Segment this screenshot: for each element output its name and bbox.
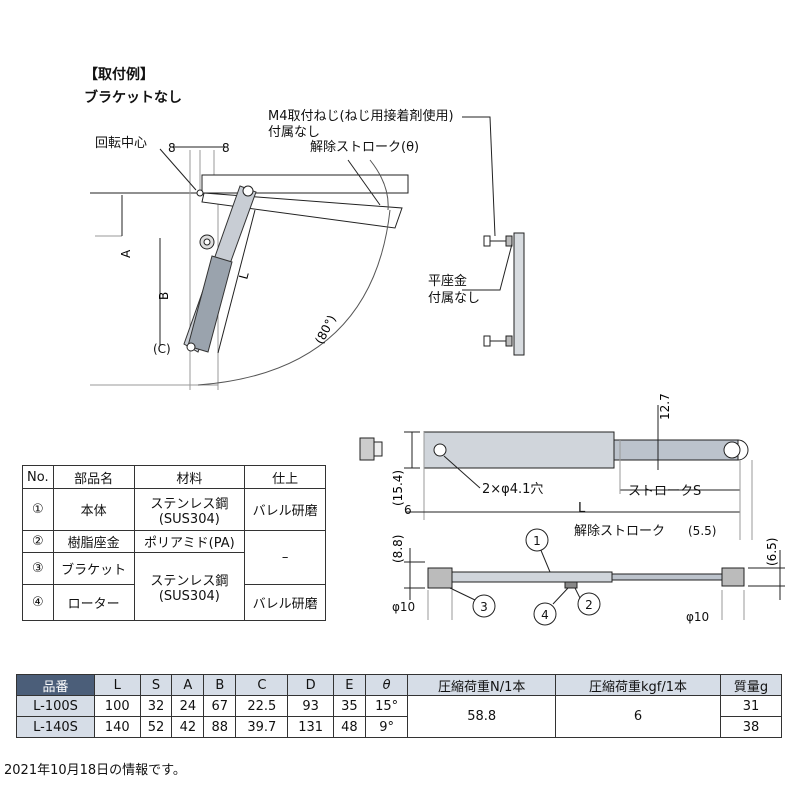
label-C: (C) [153,342,171,356]
dim-L-line [217,209,256,354]
dim-8-8: (8.8) [391,535,405,563]
dim-6: 6 [404,503,412,517]
dim-L-top: L [578,501,586,516]
dim-6-5: (6.5) [765,538,779,566]
rotor [199,234,215,250]
stay-top-view [423,431,749,469]
release-stroke-label: 解除ストローク(θ) [310,140,420,155]
dim-12-7: 12.7 [658,393,672,420]
phi10-left: φ10 [392,600,416,614]
washer-note-leader [462,243,513,291]
stay-side-view [427,567,745,589]
dim-8-right: 8 [222,141,230,155]
callout-4: 4 [541,608,549,622]
washer-note-line2: 付属なし [428,291,481,306]
screw-bottom [483,335,513,347]
parts-table: No. 部品名 材料 仕上 ① 本体 ステンレス鋼(SUS304) バレル研磨 … [22,465,326,621]
callout-3: 3 [480,600,488,614]
angle-arc [197,209,391,386]
label-L: L [236,270,251,280]
label-angle: (80°) [312,313,339,347]
dim-8-left: 8 [168,141,176,155]
end-cap-side [359,437,383,461]
parts-header-name: 部品名 [52,465,135,489]
table-row: ③ ブラケット ステンレス鋼(SUS304) [22,552,326,621]
parts-header-finish: 仕上 [244,465,326,489]
parts-header-material: 材料 [133,465,246,489]
label-A: A [119,249,133,258]
rotation-center-mark [196,189,204,197]
footer-note: 2021年10月18日の情報です。 [4,763,186,778]
holes-label: 2×φ4.1穴 [482,482,544,497]
parts-header-no: No. [22,465,54,489]
table-row: L-140S 140 52 42 88 39.7 131 48 9° 38 [15,716,782,738]
section-title: 【取付例】 [84,67,154,83]
screw-note-line1: M4取付ねじ(ねじ用接着剤使用) [268,109,454,124]
screw-top [483,235,513,247]
callout-circle-1 [525,528,549,552]
stroke-s-label: ストロークS [628,484,702,499]
callout-1: 1 [533,534,541,548]
washer-note-line1: 平座金 [428,274,468,289]
release-stroke-top: 解除ストローク [574,524,666,539]
callout-2: 2 [585,598,593,612]
label-B: B [157,292,171,300]
screw-note-line2: 付属なし [268,125,321,140]
table-row: ④ ローター バレル研磨 [22,584,326,621]
holes-leader [443,455,481,489]
table-row: ① 本体 ステンレス鋼(SUS304) バレル研磨 [22,488,326,531]
lid-closed [201,174,409,194]
release-stroke-leader [347,159,381,206]
stay-arm [183,185,257,353]
table-row: L-100S 100 32 24 67 22.5 93 35 15° 58.8 … [15,695,782,738]
stay-side-profile [513,232,525,356]
table-row: ② 樹脂座金 ポリアミド(PA) – [22,530,326,585]
spec-table: 品番 L S A B C D E θ 圧縮荷重N/1本 圧縮荷重kgf/1本 質… [15,674,782,738]
dim-15-4: (15.4) [391,470,405,506]
section-subtitle: ブラケットなし [84,90,182,106]
callout-circle-3 [472,594,496,618]
phi10-right: φ10 [686,610,710,624]
rotation-center-leader [159,148,197,191]
rotation-center-label: 回転中心 [95,136,148,151]
spec-header-model: 品番 [15,674,96,696]
screw-note-leader [462,116,496,237]
callout-circle-2 [577,592,601,616]
dim-5-5: (5.5) [688,524,717,538]
callout-circle-4 [533,602,557,626]
